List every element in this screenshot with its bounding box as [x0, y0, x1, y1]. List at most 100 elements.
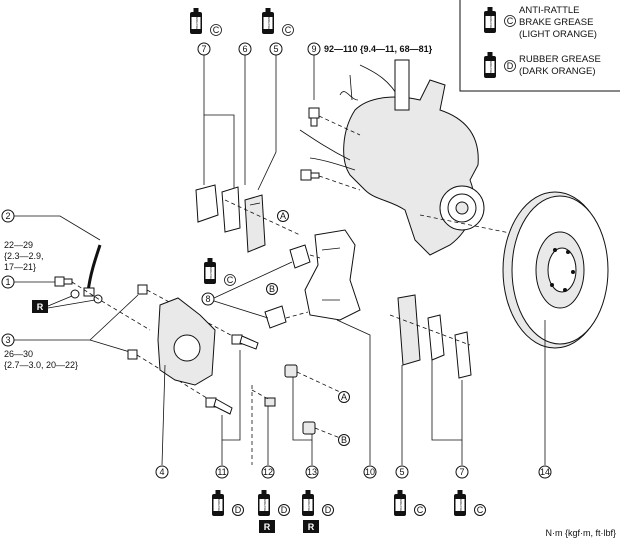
caliper-bracket [304, 229, 371, 465]
grease-c-marker: C [210, 24, 222, 36]
grease-c-marker: C [282, 24, 294, 36]
callout-11: 11 [215, 465, 229, 479]
shim-7-top [195, 184, 219, 223]
caliper-bolt-lower [127, 349, 138, 360]
legend-d-marker: D [504, 60, 516, 72]
grease-d-marker: D [278, 504, 290, 516]
grease-tube-icon [190, 8, 202, 34]
svg-text:14: 14 [540, 467, 550, 477]
legend-c-line2: BRAKE GREASE [519, 17, 593, 28]
guide-pin-lower [205, 397, 233, 415]
svg-text:R: R [37, 302, 44, 312]
marker-a-upper: A [277, 210, 289, 222]
caliper-bolt-upper [137, 284, 148, 295]
svg-text:9: 9 [311, 44, 316, 54]
grease-tube-icon [394, 490, 406, 516]
caliper-body [157, 297, 216, 466]
svg-text:B: B [341, 435, 347, 445]
callout-8: 8 [201, 261, 293, 319]
callout-3: 3 [1, 294, 139, 353]
legend-d-line1: RUBBER GREASE [519, 54, 601, 65]
pad-5-top [244, 194, 266, 253]
grease-c-marker: C [224, 274, 236, 286]
callout-12: 12 [261, 465, 275, 479]
svg-text:C: C [507, 16, 514, 26]
svg-text:C: C [285, 25, 292, 35]
svg-text:13: 13 [307, 467, 317, 477]
legend-c-line3: (LIGHT ORANGE) [519, 29, 597, 40]
svg-text:12: 12 [263, 467, 273, 477]
bushing [264, 397, 276, 407]
svg-text:6: 6 [242, 44, 247, 54]
bolt-9-upper [308, 107, 320, 127]
svg-text:A: A [280, 211, 286, 221]
callout-9: 9 [307, 42, 321, 100]
boot-lower [302, 421, 316, 435]
svg-text:R: R [308, 522, 315, 532]
grease-d-marker: D [232, 504, 244, 516]
callout-14: 14 [538, 465, 552, 479]
marker-b-lower: B [338, 434, 350, 446]
clip-8-lower [264, 305, 287, 329]
svg-text:8: 8 [205, 294, 210, 304]
grease-tube-icon [258, 490, 270, 516]
legend-c-marker: C [504, 15, 516, 27]
svg-text:5: 5 [399, 467, 404, 477]
callout-11-lead [221, 350, 241, 465]
svg-text:10: 10 [365, 467, 375, 477]
grease-tube-icon [204, 258, 216, 284]
svg-text:11: 11 [217, 467, 226, 477]
callout-13-lead [292, 377, 313, 465]
svg-text:7: 7 [459, 467, 464, 477]
shim-7-lower [454, 331, 472, 379]
torque-2-line3: 17—21} [4, 262, 36, 272]
shim-lower [427, 314, 445, 361]
unit-note: N·m {kgf·m, ft·lbf} [545, 528, 616, 538]
grease-c-marker: C [414, 504, 426, 516]
callout-5-bottom: 5 [395, 465, 409, 479]
callout-13: 13 [305, 465, 319, 479]
callout-6: 6 [238, 42, 252, 185]
svg-text:5: 5 [273, 44, 278, 54]
torque-3-line2: {2.7—3.0, 20—22} [4, 360, 78, 370]
svg-text:D: D [281, 505, 288, 515]
callout-7-bottom: 7 [455, 465, 469, 479]
grease-tube-icon [212, 490, 224, 516]
svg-text:B: B [269, 284, 275, 294]
grease-tube-icon [484, 52, 496, 78]
grease-tube-icon [302, 490, 314, 516]
boot-upper [284, 364, 298, 378]
grease-tube-icon [454, 490, 466, 516]
callout-10: 10 [363, 465, 377, 479]
shim-6 [221, 186, 241, 233]
callout-2: 2 [1, 209, 101, 241]
torque-3-line1: 26—30 [4, 349, 33, 359]
brake-hose [83, 244, 102, 297]
legend: C ANTI-RATTLE BRAKE GREASE (LIGHT ORANGE… [459, 0, 620, 92]
svg-text:C: C [417, 505, 424, 515]
legend-c-line1: ANTI-RATTLE [519, 5, 580, 16]
callout-1: 1 [1, 275, 55, 289]
svg-text:2: 2 [5, 211, 10, 221]
grease-d-marker: D [322, 504, 334, 516]
svg-text:1: 1 [5, 277, 10, 287]
svg-text:D: D [235, 505, 242, 515]
svg-text:4: 4 [159, 467, 164, 477]
marker-a-lower: A [338, 391, 350, 403]
union-bolt [54, 276, 103, 304]
bolt-9-lower [300, 169, 320, 181]
callout-5-top: 5 [257, 42, 283, 191]
callout-7-lower-lead [431, 360, 463, 465]
grease-c-marker: C [474, 504, 486, 516]
callout-4: 4 [155, 465, 169, 479]
guide-pin-upper [231, 334, 259, 350]
torque-2-line2: {2.3—2.9, [4, 251, 44, 261]
brake-disc [502, 191, 609, 465]
svg-text:C: C [227, 275, 234, 285]
grease-tube-icon [484, 7, 496, 33]
svg-text:C: C [477, 505, 484, 515]
marker-b-upper: B [266, 283, 278, 295]
svg-text:3: 3 [5, 335, 10, 345]
callout-7-top: 7 [197, 42, 235, 200]
